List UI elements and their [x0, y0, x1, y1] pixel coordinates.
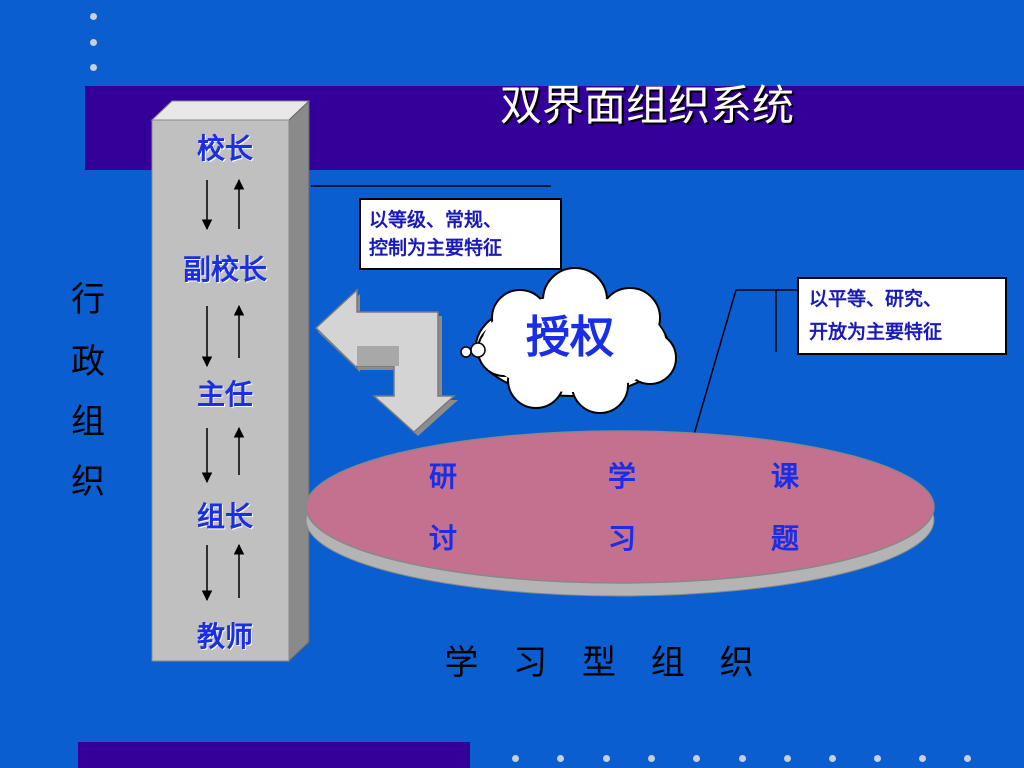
decor-dot — [829, 755, 836, 762]
ellipse-label-study-bottom: 习 — [607, 522, 636, 555]
hierarchy-label-vice-principal: 副校长 — [182, 253, 267, 286]
side-label-char: 行 — [71, 280, 105, 320]
thought-bubbles — [460, 342, 486, 358]
hierarchy-label-director: 主任 — [196, 378, 253, 411]
decor-dot — [739, 755, 746, 762]
empowerment-label: 授权 — [526, 312, 614, 363]
side-label-char: 织 — [71, 462, 105, 502]
decor-dot — [512, 755, 519, 762]
column-top-face — [150, 100, 311, 121]
decor-dot — [90, 39, 97, 46]
hierarchy-arrows — [201, 178, 245, 602]
ellipse-label-research-top: 研 — [428, 460, 457, 493]
learning-org-label: 学 习 型 组 织 — [444, 643, 766, 683]
u-turn-arrow — [314, 288, 458, 436]
ellipse-label-topic-top: 课 — [770, 460, 799, 493]
side-label-char: 组 — [71, 402, 105, 442]
decor-dot — [693, 755, 700, 762]
decor-dot — [964, 755, 971, 762]
learning-feature-box: 以平等、研究、 开放为主要特征 — [797, 277, 1007, 355]
admin-feature-box: 以等级、常规、 控制为主要特征 — [359, 198, 562, 270]
ellipse-label-topic-bottom: 题 — [770, 522, 799, 555]
ellipse-label-research-bottom: 讨 — [428, 522, 457, 555]
decor-dot — [874, 755, 881, 762]
connector-line — [692, 289, 797, 439]
decor-dot — [784, 755, 791, 762]
decor-dot — [90, 13, 97, 20]
page-title: 双界面组织系统 — [500, 81, 795, 130]
admin-column — [151, 119, 290, 662]
hierarchy-label-principal: 校长 — [196, 132, 253, 165]
hierarchy-label-teacher: 教师 — [196, 620, 253, 653]
decor-dot — [603, 755, 610, 762]
decor-dot — [557, 755, 564, 762]
learning-org-ellipse — [305, 430, 935, 584]
admin-feature-line2: 控制为主要特征 — [369, 237, 503, 259]
learning-feature-line2: 开放为主要特征 — [809, 321, 943, 343]
learning-feature-line1: 以平等、研究、 — [809, 288, 943, 310]
admin-feature-line1: 以等级、常规、 — [369, 209, 503, 231]
cloud-fill — [482, 296, 666, 392]
hierarchy-label-group-leader: 组长 — [196, 500, 253, 533]
ellipse-label-study-top: 学 — [607, 460, 636, 493]
bottom-band — [78, 742, 470, 768]
decor-dot — [648, 755, 655, 762]
decor-dot — [919, 755, 926, 762]
decor-dot — [90, 64, 97, 71]
side-label-char: 政 — [71, 342, 105, 382]
